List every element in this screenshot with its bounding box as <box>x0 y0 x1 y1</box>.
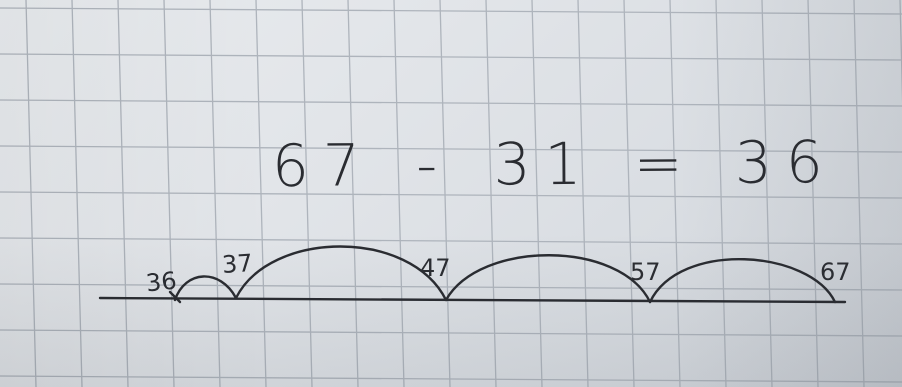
label-67: 67 <box>820 258 851 286</box>
grid-line-vertical <box>807 0 819 387</box>
grid-line-vertical <box>531 0 543 387</box>
grid-line-vertical <box>485 0 497 387</box>
jump-47-57 <box>444 254 652 304</box>
grid-line-vertical <box>577 0 589 387</box>
jump-57-67 <box>648 257 837 304</box>
grid-line-vertical <box>761 0 773 387</box>
grid-line-vertical <box>347 0 359 387</box>
grid-line-horizontal <box>0 375 902 383</box>
grid-line-horizontal <box>0 7 902 15</box>
tick-36 <box>168 290 182 304</box>
grid-line-vertical <box>669 0 681 387</box>
label-37: 37 <box>221 248 254 280</box>
grid-line-horizontal <box>0 53 902 61</box>
grid-line-vertical <box>715 0 727 387</box>
label-57: 57 <box>630 258 661 286</box>
jump-37-47 <box>234 245 448 302</box>
grid-line-vertical <box>439 0 451 387</box>
grid-line-vertical <box>117 0 129 387</box>
grid-line-vertical <box>71 0 83 387</box>
grid-line-horizontal <box>0 329 902 337</box>
grid-line-horizontal <box>0 191 902 199</box>
grid-line-horizontal <box>0 237 902 245</box>
baseline <box>98 296 847 304</box>
grid-line-vertical <box>393 0 405 387</box>
label-36: 36 <box>144 266 178 298</box>
jump-36-37 <box>173 275 238 302</box>
grid-line-horizontal <box>0 145 902 153</box>
grid-line-vertical <box>623 0 635 387</box>
grid-line-horizontal <box>0 99 902 107</box>
grid-line-vertical <box>853 0 865 387</box>
grid-line-horizontal <box>0 283 902 291</box>
label-47: 47 <box>420 254 451 282</box>
grid-line-vertical <box>25 0 37 387</box>
